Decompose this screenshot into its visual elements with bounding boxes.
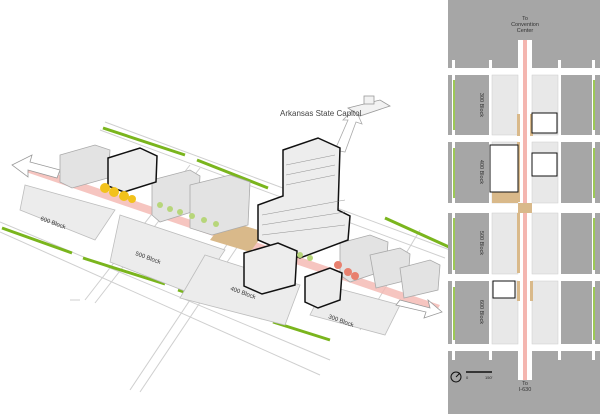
block-label: 600 Block: [478, 300, 484, 324]
arrow-left-icon: [11, 154, 61, 179]
label-line: To: [522, 16, 528, 22]
plan-top-label: To Convention Center: [511, 16, 539, 34]
plan-view: 300 Block 400 Block 500 Block 600 Block …: [448, 0, 600, 414]
scale-end: 150': [485, 375, 493, 380]
block-label: 500 Block: [478, 231, 484, 255]
arrow-right-icon: [395, 298, 443, 319]
facade-lines: [261, 154, 346, 236]
label-line: Center: [517, 28, 534, 34]
plan-bottom-label: To I-630: [519, 381, 532, 393]
arrow-capitol-icon: [334, 107, 363, 153]
trees: [100, 183, 359, 280]
label-line: Convention: [511, 22, 539, 28]
label-line: I-630: [519, 387, 532, 393]
proposed-buildings: [107, 137, 351, 309]
block-label: 300 Block: [478, 93, 484, 117]
plan-proposed-buildings: [489, 112, 558, 299]
label-line: To: [522, 381, 528, 387]
capitol-building-icon: [347, 95, 391, 117]
scale-bar: 0 150': [466, 371, 493, 380]
block-label: 400 Block: [478, 160, 484, 184]
plan-plaza: [492, 190, 532, 213]
scale-start: 0: [466, 375, 469, 380]
plan-block-labels: 300 Block 400 Block 500 Block 600 Block: [478, 93, 484, 324]
plan-green-strips: [453, 80, 595, 340]
north-arrow-icon: [450, 371, 462, 383]
capitol-label: Arkansas State Capitol: [280, 109, 362, 118]
isometric-view: Arkansas State Capitol: [0, 95, 451, 393]
green-strips: [1, 126, 450, 342]
